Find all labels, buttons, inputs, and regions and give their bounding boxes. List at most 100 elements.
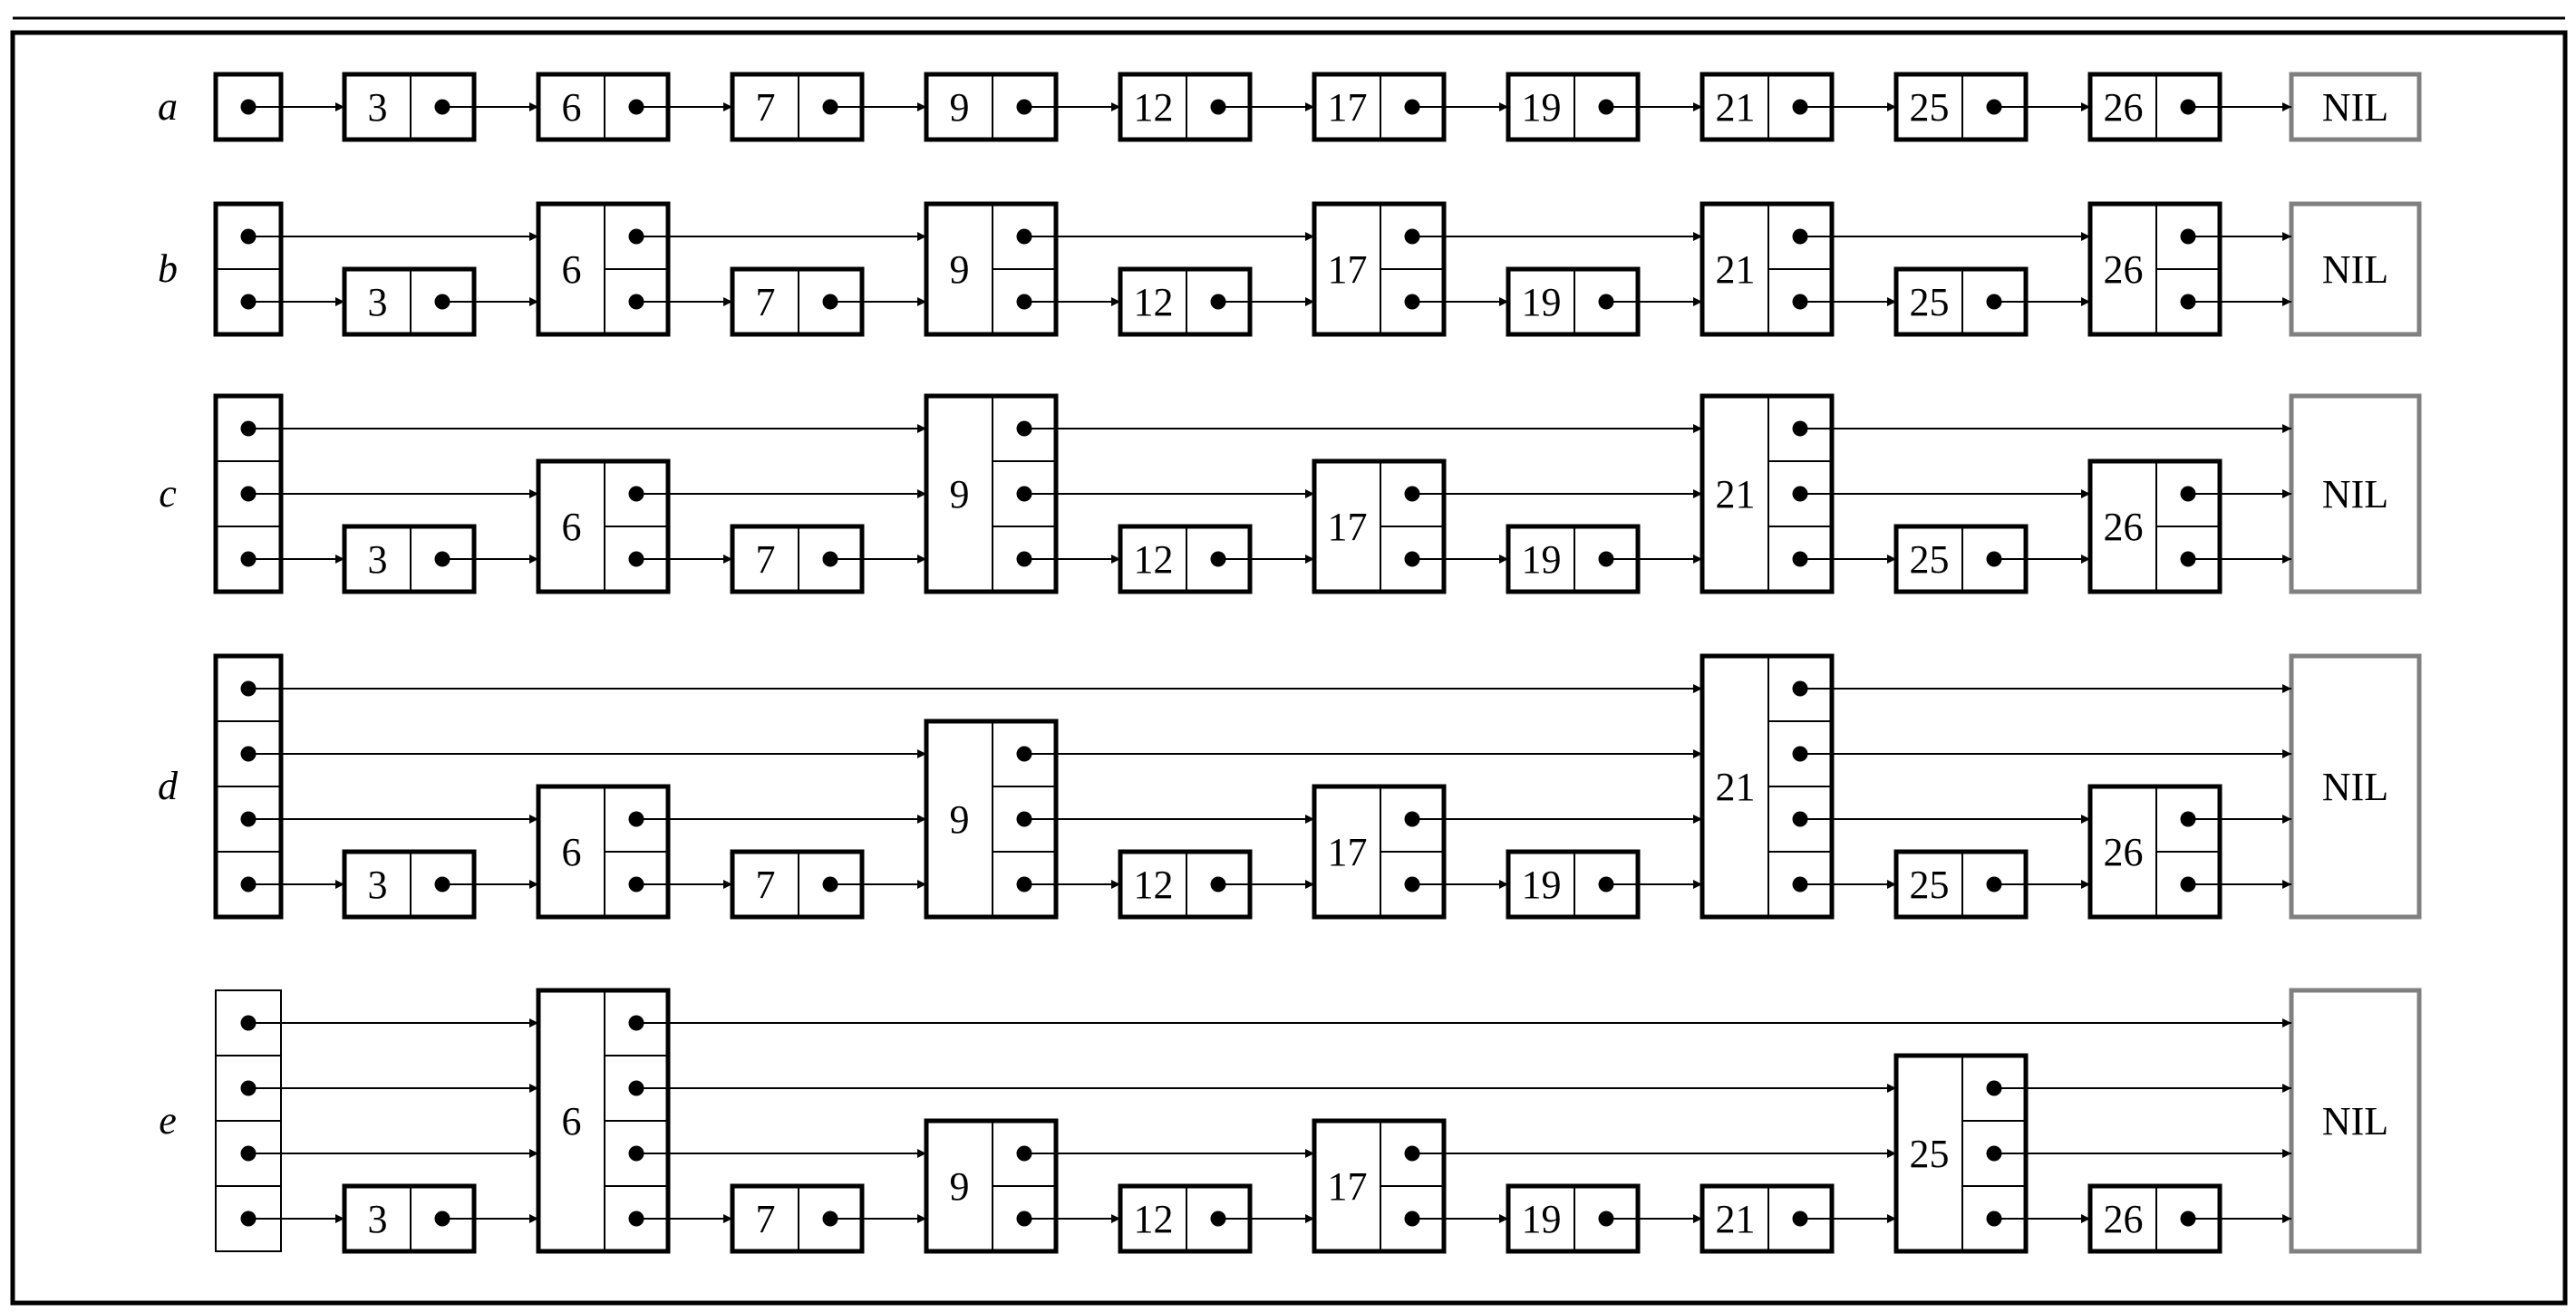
node-key: 21 (1716, 1197, 1756, 1241)
pointer-dot (1210, 551, 1226, 567)
nil-label: NIL (2322, 765, 2388, 809)
pointer-dot (1986, 99, 2002, 115)
pointer-dot (1598, 1211, 1614, 1227)
row-label: a (158, 84, 178, 129)
pointer-layer (240, 99, 2291, 115)
node-key: 25 (1910, 537, 1950, 582)
node-key: 7 (756, 537, 776, 582)
pointer-layer (240, 680, 2291, 892)
list-node: 21 (1700, 653, 1835, 920)
list-node: 17 (1312, 201, 1447, 337)
node-key: 3 (368, 1197, 388, 1241)
pointer-dot (628, 99, 644, 115)
pointer-dot (434, 294, 450, 310)
pointer-dot (2180, 99, 2196, 115)
node-key: 7 (756, 85, 776, 130)
node-key: 17 (1328, 1164, 1368, 1209)
pointer-dot (1016, 876, 1032, 892)
pointer-dot (1016, 1145, 1032, 1162)
pointer-dot (240, 420, 257, 437)
node-key: 26 (2104, 1197, 2144, 1241)
pointer-dot (1792, 746, 1808, 762)
row-label: e (159, 1098, 177, 1143)
pointer-dot (1404, 228, 1420, 245)
pointer-dot (1404, 811, 1420, 827)
node-key: 9 (950, 797, 970, 842)
node-key: 7 (756, 863, 776, 907)
pointer-dot (1210, 99, 1226, 115)
node-key: 19 (1522, 1197, 1562, 1241)
list-node: 9 (924, 201, 1059, 337)
node-key: 12 (1134, 85, 1174, 130)
pointer-dot (434, 551, 450, 567)
pointer-dot (2180, 1211, 2196, 1227)
pointer-dot (240, 551, 257, 567)
pointer-dot (1016, 811, 1032, 827)
pointer-dot (1016, 99, 1032, 115)
pointer-dot (434, 876, 450, 892)
pointer-dot (1792, 811, 1808, 827)
frame-border (10, 30, 2568, 1306)
node-key: 19 (1522, 537, 1562, 582)
pointer-dot (240, 746, 257, 762)
node-key: 17 (1328, 830, 1368, 874)
pointer-dot (1404, 1211, 1420, 1227)
node-key: 17 (1328, 247, 1368, 292)
nil-node: NIL (2289, 201, 2422, 337)
node-key: 9 (950, 472, 970, 516)
pointer-dot (240, 1080, 257, 1096)
pointer-dot (628, 811, 644, 827)
pointer-dot (240, 811, 257, 827)
pointer-dot (1016, 486, 1032, 502)
header-node (215, 989, 282, 1252)
node-key: 12 (1134, 280, 1174, 324)
pointer-dot (1404, 1145, 1420, 1162)
list-node: 17 (1312, 1118, 1447, 1254)
list-node: 9 (924, 1118, 1059, 1254)
pointer-dot (1986, 876, 2002, 892)
list-node: 6 (536, 988, 671, 1254)
pointer-dot (1598, 294, 1614, 310)
pointer-dot (1792, 486, 1808, 502)
pointer-dot (2180, 294, 2196, 310)
pointer-dot (822, 294, 838, 310)
node-key: 12 (1134, 1197, 1174, 1241)
pointer-dot (240, 1015, 257, 1031)
pointer-dot (1016, 746, 1032, 762)
list-node: 17 (1312, 458, 1447, 594)
node-key: 6 (562, 85, 582, 130)
pointer-dot (1986, 551, 2002, 567)
pointer-dot (628, 551, 644, 567)
pointer-dot (1598, 551, 1614, 567)
node-key: 21 (1716, 472, 1756, 516)
pointer-dot (1210, 1211, 1226, 1227)
pointer-dot (1016, 420, 1032, 437)
pointer-dot (240, 228, 257, 245)
node-key: 12 (1134, 537, 1174, 582)
node-key: 25 (1910, 863, 1950, 907)
pointer-dot (628, 486, 644, 502)
pointer-layer (240, 420, 2291, 567)
pointer-dot (628, 228, 644, 245)
pointer-dot (1210, 294, 1226, 310)
list-node: 26 (2087, 458, 2223, 594)
row-label: c (159, 471, 177, 516)
pointer-dot (240, 680, 257, 697)
list-node: 17 (1312, 784, 1447, 920)
row-label: b (158, 246, 178, 291)
list-node: 26 (2087, 784, 2223, 920)
node-key: 7 (756, 280, 776, 324)
pointer-dot (628, 294, 644, 310)
node-key: 21 (1716, 765, 1756, 809)
node-key: 3 (368, 85, 388, 130)
pointer-dot (1986, 1145, 2002, 1162)
list-node: 21 (1700, 201, 1835, 337)
pointer-dot (240, 99, 257, 115)
pointer-dot (1792, 294, 1808, 310)
pointer-dot (1404, 551, 1420, 567)
pointer-dot (628, 1015, 644, 1031)
list-node: 26 (2087, 201, 2223, 337)
